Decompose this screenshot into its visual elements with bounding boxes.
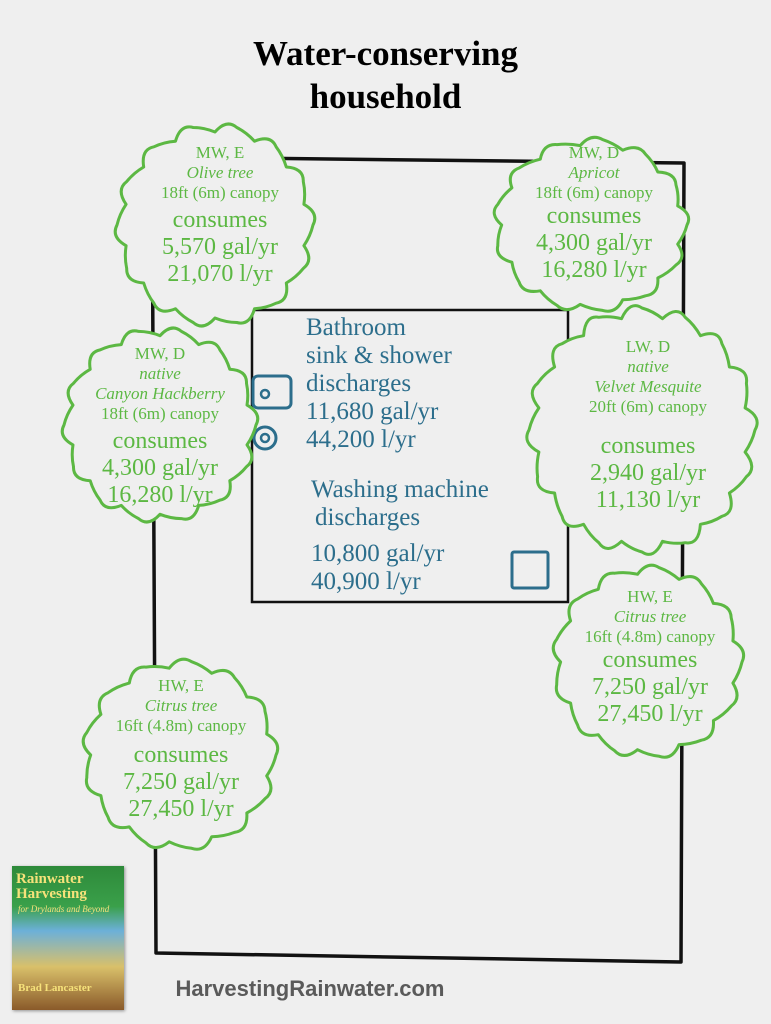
tree-apricot-liters: 16,280 l/yr <box>541 257 647 283</box>
tree-hackberry-name: Canyon Hackberry <box>95 384 225 403</box>
page-title-line2: household <box>309 77 462 116</box>
tree-hackberry-canopy: 18ft (6m) canopy <box>100 404 220 423</box>
book-subtitle: for Drylands and Beyond <box>18 904 110 914</box>
book-author: Brad Lancaster <box>18 982 92 994</box>
bathroom-gal: 11,680 gal/yr <box>306 398 439 425</box>
bathroom-liters: 44,200 l/yr <box>306 426 416 453</box>
tree-citrus-right-gal: 7,250 gal/yr <box>592 674 708 700</box>
canopy-mesquite <box>525 304 759 556</box>
tree-olive-name: Olive tree <box>186 163 254 182</box>
tree-mesquite-zone: LW, D <box>625 337 671 356</box>
bathroom-line3: discharges <box>306 370 412 397</box>
washer-label: Washing machine discharges 10,800 gal/yr… <box>311 476 489 596</box>
canopy-olive <box>113 122 317 328</box>
book-cover-image[interactable]: Rainwater Harvesting for Drylands and Be… <box>12 866 124 1010</box>
sink-drain-icon <box>259 388 271 400</box>
tree-olive-liters: 21,070 l/yr <box>167 261 273 287</box>
tree-citrus-left-consumes: consumes <box>133 742 229 768</box>
tree-olive: MW, E Olive tree 18ft (6m) canopy consum… <box>120 143 320 288</box>
tree-mesquite-consumes: consumes <box>600 433 696 459</box>
tree-apricot-canopy: 18ft (6m) canopy <box>534 183 654 202</box>
tree-mesquite: LW, D native Velvet Mesquite 20ft (6m) c… <box>548 337 748 514</box>
tree-olive-zone: MW, E <box>195 143 245 162</box>
tree-olive-canopy: 18ft (6m) canopy <box>160 183 280 202</box>
washer-line1: Washing machine <box>311 476 489 503</box>
tree-apricot-gal: 4,300 gal/yr <box>536 230 652 256</box>
bathroom-line2: sink & shower <box>306 342 452 369</box>
tree-citrus-left-zone: HW, E <box>158 676 204 695</box>
canopy-hackberry <box>60 326 260 524</box>
tree-apricot-consumes: consumes <box>546 203 642 229</box>
tree-apricot-name: Apricot <box>568 163 620 182</box>
bathroom-label: Bathroom sink & shower discharges 11,680… <box>306 314 452 454</box>
washing-machine-icon <box>510 550 550 590</box>
tree-mesquite-name: Velvet Mesquite <box>594 377 702 396</box>
canopy-apricot <box>492 135 691 313</box>
sink-icon <box>251 374 293 410</box>
tree-citrus-left-canopy: 16ft (4.8m) canopy <box>115 716 247 735</box>
tree-apricot: MW, D Apricot 18ft (6m) canopy consumes … <box>494 143 694 284</box>
tree-citrus-right-liters: 27,450 l/yr <box>597 701 703 727</box>
tree-hackberry-consumes: consumes <box>112 428 208 454</box>
bathroom-line1: Bathroom <box>306 314 406 341</box>
tree-hackberry-gal: 4,300 gal/yr <box>102 455 218 481</box>
tree-citrus-right: HW, E Citrus tree 16ft (4.8m) canopy con… <box>550 587 750 728</box>
tree-citrus-left-liters: 27,450 l/yr <box>128 796 234 822</box>
tree-citrus-left-name: Citrus tree <box>144 696 218 715</box>
tree-hackberry: MW, D native Canyon Hackberry 18ft (6m) … <box>60 344 260 509</box>
tree-hackberry-liters: 16,280 l/yr <box>107 482 213 508</box>
tree-mesquite-native: native <box>627 357 669 376</box>
tree-hackberry-zone: MW, D <box>134 344 186 363</box>
tree-hackberry-native: native <box>139 364 181 383</box>
washer-gal: 10,800 gal/yr <box>311 540 445 567</box>
tree-mesquite-gal: 2,940 gal/yr <box>590 460 706 486</box>
book-title: Rainwater Harvesting <box>16 872 120 902</box>
washer-liters: 40,900 l/yr <box>311 568 421 595</box>
washer-line2: discharges <box>315 504 421 531</box>
tree-citrus-right-consumes: consumes <box>602 647 698 673</box>
shower-icon <box>252 425 278 451</box>
tree-olive-gal: 5,570 gal/yr <box>162 234 278 260</box>
book-title-line2: Harvesting <box>16 886 87 902</box>
tree-citrus-right-zone: HW, E <box>627 587 673 606</box>
website-link[interactable]: HarvestingRainwater.com <box>175 976 445 1001</box>
tree-mesquite-liters: 11,130 l/yr <box>595 487 701 513</box>
tree-citrus-left: HW, E Citrus tree 16ft (4.8m) canopy con… <box>81 676 281 823</box>
tree-citrus-left-gal: 7,250 gal/yr <box>123 769 239 795</box>
page-title-line1: Water-conserving <box>252 34 519 73</box>
canopy-citrus-right <box>551 563 746 759</box>
tree-citrus-right-name: Citrus tree <box>613 607 687 626</box>
tree-olive-consumes: consumes <box>172 207 268 233</box>
tree-mesquite-canopy: 20ft (6m) canopy <box>588 397 708 416</box>
tree-apricot-zone: MW, D <box>568 143 620 162</box>
shower-drain-icon <box>259 432 271 444</box>
tree-citrus-right-canopy: 16ft (4.8m) canopy <box>584 627 716 646</box>
canopy-citrus-left <box>81 657 280 851</box>
book-title-line1: Rainwater <box>16 871 84 887</box>
